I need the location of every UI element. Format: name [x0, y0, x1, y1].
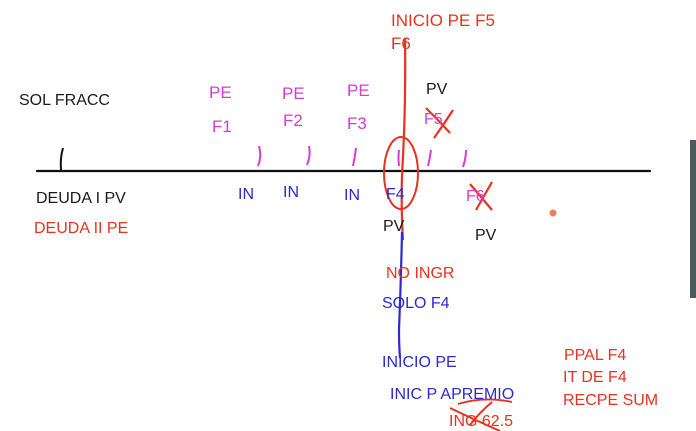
apremio-mark — [457, 398, 513, 405]
label-in-2: IN — [283, 184, 299, 201]
label-in-3: IN — [344, 187, 360, 204]
label-f1: F1 — [212, 117, 232, 136]
label-inicio-pe: INICIO PE — [382, 354, 457, 371]
label-f6-top: F6 — [391, 34, 411, 53]
label-ppal-f4: PPAL F4 — [564, 347, 627, 364]
cross-f6 — [469, 181, 493, 211]
tick-f5 — [427, 149, 432, 167]
tick-f1 — [257, 145, 262, 167]
label-pe-1: PE — [209, 83, 232, 102]
red-vertical-line — [400, 37, 407, 241]
label-inicio-pe-f5: INICIO PE F5 — [391, 11, 495, 30]
cross-f5 — [425, 107, 454, 139]
label-solo-f4: SOLO F4 — [382, 295, 450, 312]
blue-vertical-line — [397, 231, 404, 359]
label-f5: F5 — [424, 111, 443, 128]
red-dot — [549, 209, 557, 217]
label-pv-right: PV — [475, 227, 497, 244]
label-deuda-i-pv: DEUDA I PV — [36, 190, 126, 207]
tick-f3 — [352, 147, 357, 167]
label-f3: F3 — [347, 114, 367, 133]
label-pe-2: PE — [282, 84, 305, 103]
side-panel-edge — [690, 140, 696, 298]
label-pv-mid: PV — [383, 218, 405, 235]
label-recpe-sum: RECPE SUM — [563, 392, 659, 409]
tick-f4 — [397, 149, 400, 167]
label-f4: F4 — [386, 186, 405, 203]
label-f6-bottom: F6 — [466, 188, 485, 205]
label-deuda-ii-pe: DEUDA II PE — [34, 220, 129, 237]
label-no-ingr: NO INGR — [386, 265, 455, 282]
label-pe-3: PE — [347, 81, 370, 100]
label-it-de-f4: IT DE F4 — [563, 369, 627, 386]
tick-f6 — [462, 149, 467, 168]
label-in-1: IN — [238, 186, 254, 203]
label-ing-62-5: ING 62.5 — [449, 413, 514, 430]
strike-ing — [449, 401, 501, 431]
f4-circle — [383, 136, 419, 210]
timeline-start-tick — [59, 147, 64, 171]
tick-f2 — [306, 145, 311, 166]
label-pv-top: PV — [426, 81, 448, 98]
label-inic-p-apremio: INIC P APREMIO — [390, 386, 515, 403]
label-f2: F2 — [283, 111, 303, 130]
label-sol-fracc: SOL FRACC — [19, 92, 110, 109]
